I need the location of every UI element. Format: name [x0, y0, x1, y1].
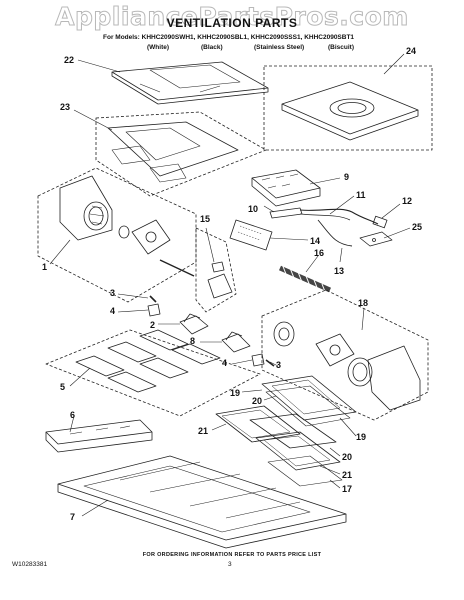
part-21-gasket-right	[267, 455, 343, 487]
callout-24: 24	[406, 46, 416, 56]
callout-3b: 3	[276, 360, 281, 370]
part-23-gasket	[107, 121, 239, 183]
leader-lines	[49, 53, 411, 517]
callout-6: 6	[70, 410, 75, 420]
part-13-wire	[317, 219, 353, 247]
part-23-box	[95, 111, 267, 197]
callout-16: 16	[314, 248, 324, 258]
watermark: AppliancePartsPros.com	[55, 2, 409, 32]
callout-12: 12	[402, 196, 412, 206]
part-16-shaft	[278, 263, 332, 295]
part-14-panel	[229, 219, 273, 251]
callout-22: 22	[64, 55, 74, 65]
part-19-frame-upper	[261, 375, 357, 421]
variant-stainless: (Stainless Steel)	[254, 44, 305, 51]
callout-13: 13	[334, 266, 344, 276]
part-15-box	[195, 227, 237, 313]
part-10-connector	[269, 207, 303, 219]
callout-15: 15	[200, 214, 210, 224]
part-8-mount	[221, 331, 251, 353]
part-1-blower	[59, 175, 195, 277]
part-4-bushing-right	[251, 353, 265, 367]
callout-4b: 4	[222, 358, 227, 368]
callout-19b: 19	[356, 432, 366, 442]
callout-2: 2	[150, 320, 155, 330]
page-number: 3	[228, 561, 232, 568]
part-7-bottom-pan	[57, 455, 347, 549]
callout-1: 1	[42, 262, 47, 272]
part-22-top-plate	[111, 61, 269, 105]
part-15-bracket	[207, 261, 233, 299]
callout-3: 3	[110, 288, 115, 298]
part-20-gasket-lower	[255, 431, 341, 471]
part-5-box	[45, 329, 261, 417]
callout-20b: 20	[342, 452, 352, 462]
callout-21b: 21	[342, 470, 352, 480]
callout-18: 18	[358, 298, 368, 308]
variant-black: (Black)	[201, 44, 223, 51]
callout-4: 4	[110, 306, 115, 316]
callout-17: 17	[342, 484, 352, 494]
part-18-blower	[273, 321, 421, 411]
part-19-frame-lower	[249, 413, 337, 449]
part-9-switch-block	[251, 169, 321, 207]
callout-19a: 19	[230, 388, 240, 398]
part-5-filters	[75, 329, 221, 393]
callout-9: 9	[344, 172, 349, 182]
part-4-bushing-left	[147, 303, 161, 317]
callout-labels: 22 24 23 9 11 12 10 25 15 14 13 16 1 3 4…	[42, 46, 422, 522]
callout-5: 5	[60, 382, 65, 392]
callout-25: 25	[412, 222, 422, 232]
part-11-harness	[299, 208, 388, 229]
part-24-plate	[281, 81, 419, 141]
callout-8: 8	[190, 336, 195, 346]
document-number: W10283381	[12, 561, 48, 568]
part-24-box	[263, 65, 433, 151]
part-2-mount	[179, 313, 209, 335]
part-3-screw-left	[149, 295, 157, 303]
callout-20a: 20	[252, 396, 262, 406]
part-18-box	[261, 289, 429, 421]
part-1-box	[37, 167, 197, 303]
variant-white: (White)	[147, 44, 170, 51]
ordering-note: FOR ORDERING INFORMATION REFER TO PARTS …	[142, 552, 322, 558]
callout-23: 23	[60, 102, 70, 112]
part-25-bracket	[359, 231, 393, 247]
part-21-gasket-left	[215, 405, 301, 443]
part-6-rail	[45, 419, 153, 453]
callout-7: 7	[70, 512, 75, 522]
variant-biscuit: (Biscuit)	[328, 44, 354, 51]
models-line: For Models: KHHC2090SWH1, KHHC2090SBL1, …	[103, 34, 355, 41]
callout-10: 10	[248, 204, 258, 214]
part-3-screw-right	[265, 359, 275, 367]
page-title: VENTILATION PARTS	[166, 16, 298, 30]
callout-14: 14	[310, 236, 320, 246]
callout-21a: 21	[198, 426, 208, 436]
callout-11: 11	[356, 190, 366, 200]
